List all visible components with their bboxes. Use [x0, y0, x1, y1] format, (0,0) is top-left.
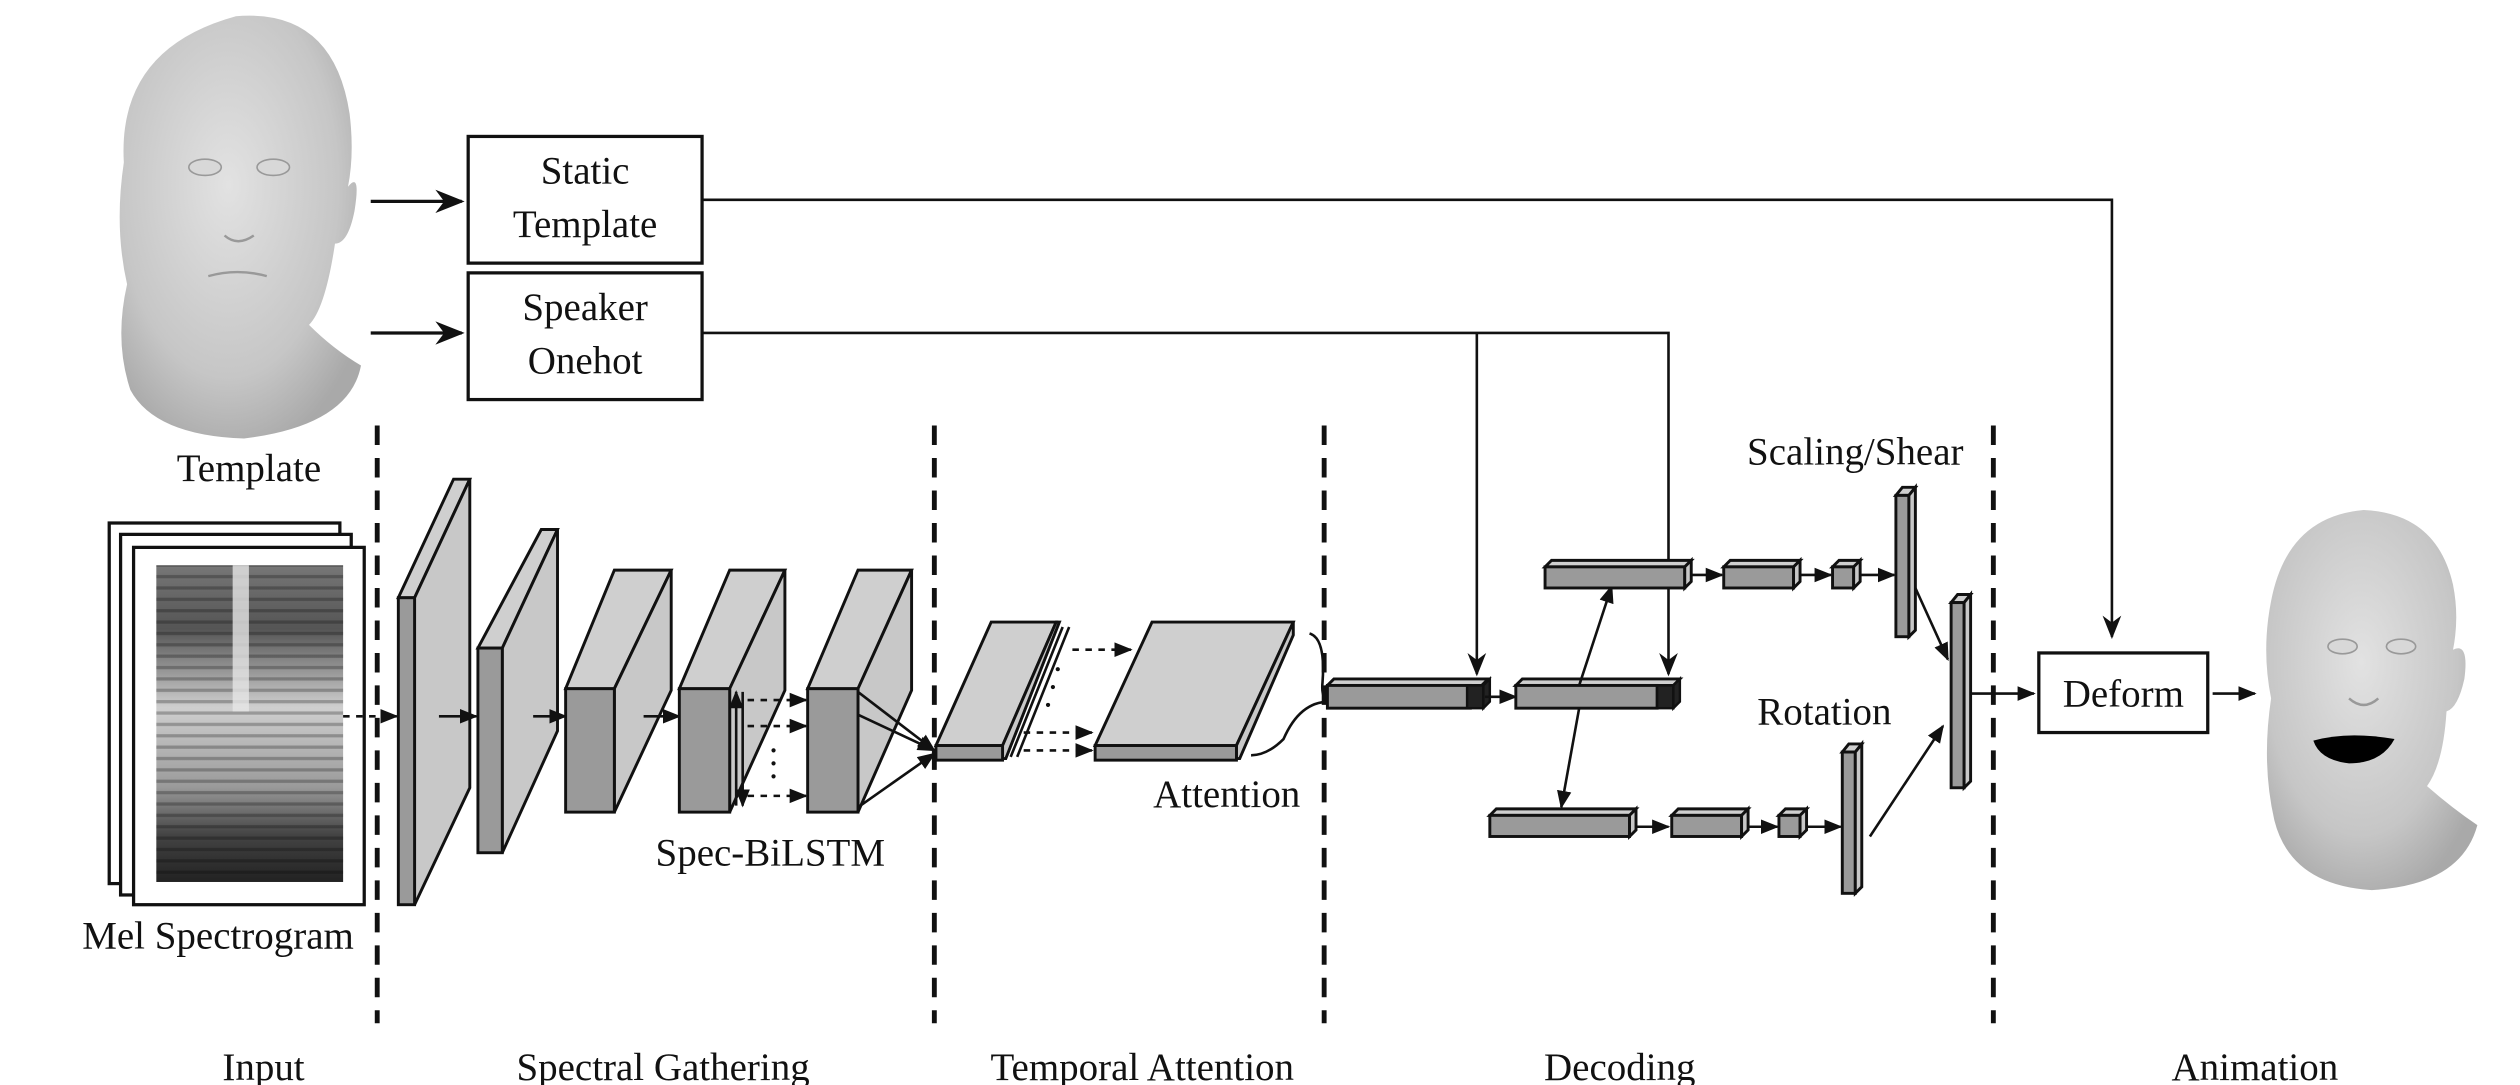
rotation-output-vector — [1839, 739, 1865, 897]
scaling-to-combine-arrow — [1914, 587, 1950, 662]
attention-block — [1092, 620, 1296, 762]
scaling-fc-2 — [1720, 556, 1804, 592]
stage-label-input: Input — [222, 1046, 304, 1085]
bilstm-block-1 — [677, 568, 788, 814]
template-label: Template — [177, 447, 321, 490]
mel-spectrogram-stack — [107, 521, 366, 907]
stage-label-animation: Animation — [2172, 1046, 2339, 1085]
gather-arrow-3 — [857, 752, 936, 809]
conv-block-1 — [396, 477, 473, 907]
branch-down-arrow — [1557, 707, 1581, 810]
speaker-onehot-line1: Speaker — [522, 286, 648, 329]
scaling-fc-1 — [1541, 556, 1695, 592]
rotation-label: Rotation — [1757, 690, 1891, 733]
temporal-feature-block — [933, 620, 1071, 762]
stage-label-spectral-gathering: Spectral Gathering — [516, 1046, 809, 1085]
speaker-onehot-line2: Onehot — [528, 340, 643, 383]
static-to-deform-connector — [702, 198, 2122, 640]
stage-label-decoding: Decoding — [1544, 1046, 1696, 1085]
scaling-fc-3 — [1829, 556, 1864, 592]
branch-up-arrow — [1577, 584, 1614, 686]
static-template-box: Static Template — [466, 134, 704, 265]
attention-label: Attention — [1153, 773, 1300, 816]
rotation-to-combine-arrow — [1868, 724, 1945, 838]
speaker-onehot-box: Speaker Onehot — [466, 271, 704, 402]
conv-block-3 — [563, 568, 674, 814]
rotation-fc-2 — [1668, 805, 1752, 841]
spec-bilstm-label: Spec-BiLSTM — [656, 832, 885, 875]
deform-label: Deform — [2063, 673, 2184, 716]
open-mouth-icon — [2313, 735, 2395, 764]
conv-block-2 — [475, 528, 560, 855]
bilstm-block-2 — [805, 568, 914, 814]
decoder-feature-1 — [1323, 675, 1492, 712]
static-template-line2: Template — [513, 203, 657, 246]
template-face-icon — [119, 15, 361, 439]
stage-label-temporal-attention: Temporal Attention — [990, 1046, 1294, 1085]
scaling-shear-label: Scaling/Shear — [1747, 431, 1963, 474]
rotation-fc-3 — [1775, 805, 1811, 841]
scaling-output-vector — [1892, 483, 1919, 641]
static-template-line1: Static — [541, 150, 630, 193]
combined-transform-vector — [1948, 590, 1974, 792]
deform-box: Deform — [2037, 651, 2210, 735]
animated-face-icon — [2266, 510, 2478, 891]
gather-arrow-2 — [857, 713, 936, 752]
decoder-feature-2 — [1512, 675, 1684, 712]
mel-spectrogram-label: Mel Spectrogram — [82, 915, 354, 958]
rotation-fc-1 — [1486, 805, 1640, 841]
